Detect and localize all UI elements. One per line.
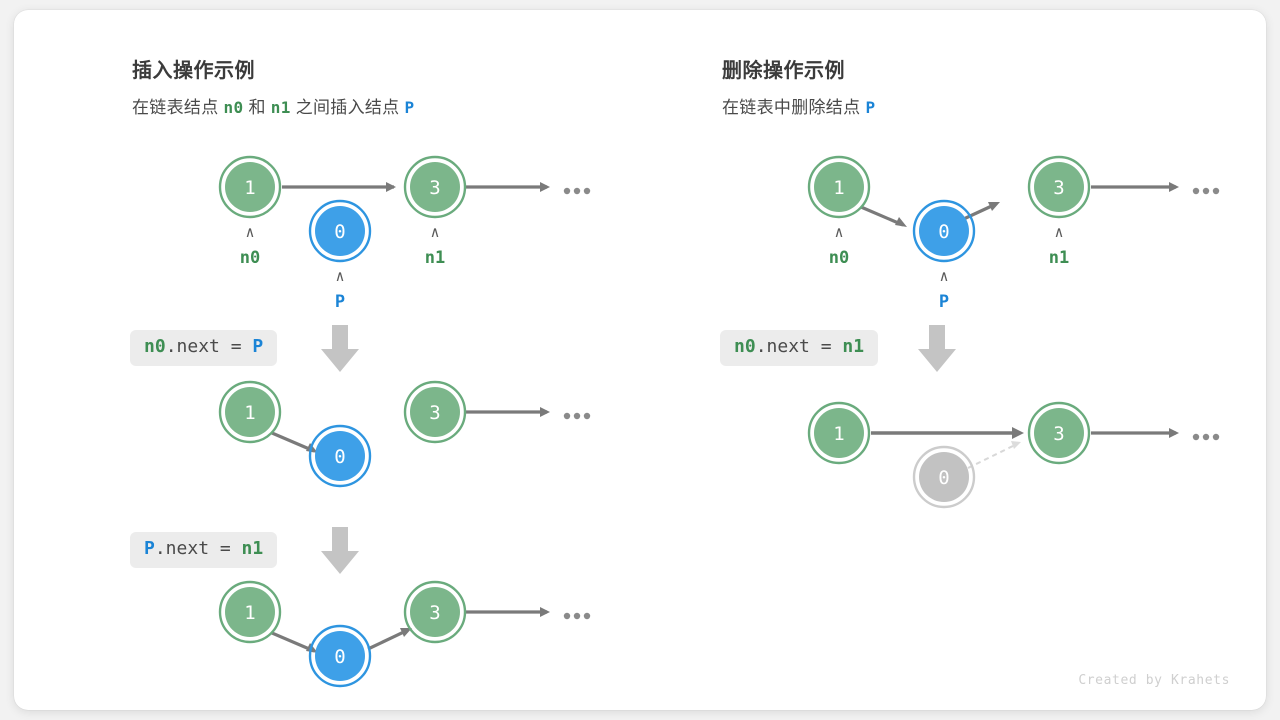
code-token-value: n1 <box>241 538 264 559</box>
arrowhead-node3-to-tail <box>1169 182 1179 192</box>
node-value: 0 <box>938 221 949 243</box>
subtitle-var-p: P <box>865 98 876 117</box>
pointer-label-p: P <box>335 292 345 312</box>
pointer-label-n1: n1 <box>1049 248 1069 268</box>
node-value: 1 <box>244 177 255 199</box>
node-value: 0 <box>938 467 949 489</box>
arrow-deleted-node-stale <box>967 443 1018 469</box>
node-value: 0 <box>334 646 345 668</box>
code-token-value: n1 <box>842 336 865 357</box>
node-value: 3 <box>429 177 440 199</box>
insert-row-after-step1: 1 0 3 <box>14 375 614 505</box>
pointer-label-n0: n0 <box>240 248 260 268</box>
delete-step-code: n0.next = n1 <box>720 330 879 366</box>
arrowhead-node1-to-node3 <box>386 182 396 192</box>
diagram-card: 插入操作示例 在链表结点 n0 和 n1 之间插入结点 P <box>14 10 1266 710</box>
arrow-node1-to-node0 <box>271 631 315 653</box>
node-value: 3 <box>1053 423 1064 445</box>
arrow-node1-to-node0 <box>860 205 904 227</box>
node-n0[interactable]: 1 <box>807 155 871 219</box>
delete-row-initial: 1 ∧ n0 0 ∧ P 3 ∧ n1 <box>606 150 1226 330</box>
insert-panel-title: 插入操作示例 <box>132 60 255 82</box>
node-value: 1 <box>833 423 844 445</box>
ellipsis-icon <box>563 412 591 420</box>
delete-panel-title: 删除操作示例 <box>722 60 845 82</box>
step-2-down-arrow-icon <box>317 525 363 577</box>
node-deleted[interactable]: 0 <box>912 445 976 509</box>
arrowhead-deleted-node-stale <box>1011 441 1021 449</box>
ellipsis-icon <box>563 187 591 195</box>
insert-row-initial: 1 ∧ n0 0 ∧ P 3 ∧ n1 <box>14 150 614 330</box>
subtitle-var-p: P <box>404 98 415 117</box>
code-token-target: P <box>144 538 155 559</box>
arrowhead-node0-to-node3 <box>988 202 1000 211</box>
ellipsis-icon <box>563 612 591 620</box>
node-value: 1 <box>244 602 255 624</box>
caret-icon-n0: ∧ <box>245 223 254 241</box>
node-n1[interactable]: 3 <box>403 580 467 644</box>
insert-panel-subtitle: 在链表结点 n0 和 n1 之间插入结点 P <box>132 93 414 118</box>
ellipsis-icon <box>1192 433 1220 441</box>
arrowhead-node3-to-tail <box>540 407 550 417</box>
delete-row-after: 1 0 3 <box>606 396 1226 526</box>
code-token-middle: .next = <box>755 336 843 357</box>
node-value: 1 <box>244 402 255 424</box>
node-n1[interactable]: 3 <box>403 380 467 444</box>
code-token-middle: .next = <box>165 336 253 357</box>
insert-step-2-code: P.next = n1 <box>130 532 278 568</box>
subtitle-text-1: 在链表结点 <box>132 98 219 117</box>
pointer-label-p: P <box>939 292 949 312</box>
caret-icon-n1: ∧ <box>1054 223 1063 241</box>
subtitle-text-1: 在链表中删除结点 <box>722 98 861 117</box>
subtitle-text-2: 和 <box>248 98 266 117</box>
caret-icon-n1: ∧ <box>430 223 439 241</box>
node-p[interactable]: 0 <box>308 199 372 263</box>
subtitle-var-n0: n0 <box>223 98 244 117</box>
node-n0[interactable]: 1 <box>218 380 282 444</box>
delete-panel: 删除操作示例 在链表中删除结点 P 1 ∧ n0 <box>606 10 1226 710</box>
arrow-node1-to-node0 <box>271 431 315 453</box>
step-1-down-arrow-icon <box>317 323 363 375</box>
node-p[interactable]: 0 <box>912 199 976 263</box>
node-value: 0 <box>334 446 345 468</box>
ellipsis-icon <box>1192 187 1220 195</box>
node-value: 1 <box>833 177 844 199</box>
caret-icon-n0: ∧ <box>834 223 843 241</box>
arrowhead-node3-to-tail <box>1169 428 1179 438</box>
node-n1[interactable]: 3 <box>403 155 467 219</box>
caret-icon-p: ∧ <box>335 267 344 285</box>
node-value: 0 <box>334 221 345 243</box>
node-n1[interactable]: 3 <box>1027 155 1091 219</box>
insert-row-after-step2: 1 0 3 <box>14 575 614 705</box>
delete-step-down-arrow-icon <box>914 323 960 375</box>
node-n1[interactable]: 3 <box>1027 401 1091 465</box>
node-value: 3 <box>429 402 440 424</box>
node-p[interactable]: 0 <box>308 624 372 688</box>
node-p[interactable]: 0 <box>308 424 372 488</box>
code-token-target: n0 <box>144 336 166 357</box>
delete-panel-subtitle: 在链表中删除结点 P <box>722 93 875 118</box>
node-n0[interactable]: 1 <box>218 580 282 644</box>
code-token-target: n0 <box>734 336 756 357</box>
node-n0[interactable]: 1 <box>218 155 282 219</box>
code-token-value: P <box>252 336 264 357</box>
credit-text: Created by Krahets <box>1078 673 1230 688</box>
caret-icon-p: ∧ <box>939 267 948 285</box>
arrowhead-node1-to-node3 <box>1012 427 1024 439</box>
arrowhead-node3-to-tail <box>540 607 550 617</box>
node-n0[interactable]: 1 <box>807 401 871 465</box>
node-value: 3 <box>1053 177 1064 199</box>
node-value: 3 <box>429 602 440 624</box>
subtitle-text-3: 之间插入结点 <box>295 98 400 117</box>
insert-step-1-code: n0.next = P <box>130 330 278 366</box>
arrow-node0-to-node3 <box>367 628 409 651</box>
insert-panel: 插入操作示例 在链表结点 n0 和 n1 之间插入结点 P <box>14 10 614 710</box>
arrowhead-node0-to-node3 <box>400 628 412 637</box>
subtitle-var-n1: n1 <box>270 98 291 117</box>
pointer-label-n1: n1 <box>425 248 445 268</box>
arrowhead-node3-to-tail <box>540 182 550 192</box>
arrowhead-node1-to-node0 <box>895 217 907 227</box>
pointer-label-n0: n0 <box>829 248 849 268</box>
code-token-middle: .next = <box>154 538 242 559</box>
